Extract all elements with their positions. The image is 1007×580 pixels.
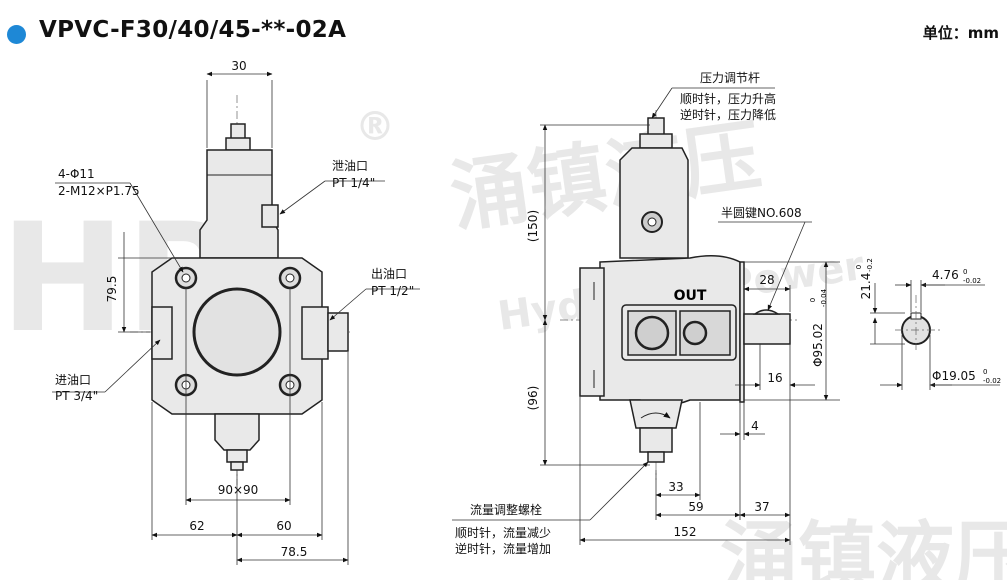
pressure-nut <box>225 137 251 151</box>
dim-33: 33 <box>668 480 683 494</box>
dim-phi95-tol: -0.04 <box>820 288 828 307</box>
key-label: 半圆键NO.608 <box>721 206 802 220</box>
pressure-cw: 顺时针，压力升高 <box>680 91 776 106</box>
side-lower-neck <box>629 399 683 429</box>
watermark-cn: 涌镇液压 <box>445 111 767 244</box>
dim-4-76-tol: -0.02 <box>963 277 981 285</box>
drain-label: 泄油口 <box>332 159 368 173</box>
dim-4-76: 4.76 <box>932 268 959 282</box>
watermark-registered: ® <box>355 104 395 150</box>
title-bullet <box>7 25 26 44</box>
outlet-size: PT 1/2" <box>371 284 414 298</box>
drain-port <box>261 204 279 228</box>
dim-phi19-05-tol: -0.02 <box>983 377 1001 385</box>
dim-21-4-tol-upper: 0 <box>855 265 863 269</box>
pressure-ccw: 逆时针，压力降低 <box>680 107 776 122</box>
dim-78-5: 78.5 <box>281 545 308 559</box>
inlet-boss <box>151 306 173 360</box>
flow-ccw: 逆时针，流量增加 <box>455 541 551 556</box>
model-title: VPVC-F30/40/45-**-02A <box>39 17 347 43</box>
holes-label-1: 4-Φ11 <box>58 167 95 181</box>
outlet-label: 出油口 <box>371 267 407 281</box>
outlet-boss <box>301 306 329 360</box>
dim-phi95: Φ95.02 <box>811 323 825 367</box>
shaft-detail: 21.4 0 -0.2 4.76 0 -0.02 Φ19.05 0 -0.02 <box>855 258 1001 390</box>
flow-bolt-tip <box>230 461 244 471</box>
side-pressure-nut <box>639 133 673 149</box>
dim-79-5: 79.5 <box>105 276 119 303</box>
dim-16: 16 <box>767 371 782 385</box>
dim-21-4-tol: -0.2 <box>866 258 874 272</box>
dim-62: 62 <box>189 519 204 533</box>
holes-label-2: 2-M12×P1.75 <box>58 184 140 198</box>
watermark-cn-bottom: 涌镇液压 <box>720 514 1007 580</box>
out-label: OUT <box>674 288 707 304</box>
main-bore <box>192 287 282 377</box>
dim-phi19-05-tol-upper: 0 <box>983 368 987 376</box>
inlet-label: 进油口 <box>55 373 91 387</box>
dim-96: (96) <box>526 386 540 411</box>
dim-21-4: 21.4 <box>859 273 873 300</box>
dim-phi19-05: Φ19.05 <box>932 369 976 383</box>
flow-bolt <box>226 449 248 463</box>
flow-label: 流量调整螺栓 <box>470 502 542 517</box>
top-housing <box>199 149 279 259</box>
drain-size: PT 1/4" <box>332 176 375 190</box>
side-shaft-key <box>752 309 781 315</box>
dim-phi95-tol-upper: 0 <box>809 298 817 302</box>
side-upper-housing <box>619 147 689 259</box>
dim-30: 30 <box>231 59 246 73</box>
dim-60: 60 <box>276 519 291 533</box>
dim-150: (150) <box>526 210 540 242</box>
dim-152: 152 <box>674 525 697 539</box>
side-view: OUT (150) (96) 压力调节杆 顺时针，压力升高 逆时针，压力降低 半… <box>452 71 840 556</box>
unit-label: 单位：mm <box>922 24 999 42</box>
dim-4: 4 <box>751 419 759 433</box>
dim-4-76-tol-upper: 0 <box>963 268 967 276</box>
side-flow-bolt-tip <box>647 451 665 463</box>
flow-cw: 顺时针，流量减少 <box>455 525 551 540</box>
front-view: 30 79.5 90×90 62 60 78.5 4-Φ11 2-M12×P1.… <box>52 59 420 565</box>
inlet-size: PT 3/4" <box>55 389 98 403</box>
dim-37: 37 <box>754 500 769 514</box>
side-flow-bolt <box>639 427 673 453</box>
side-shaft <box>743 313 791 345</box>
side-rear-cover <box>579 267 605 397</box>
dim-90x90: 90×90 <box>218 483 259 497</box>
pressure-label: 压力调节杆 <box>700 71 760 85</box>
dim-59: 59 <box>688 500 703 514</box>
dim-28: 28 <box>759 273 774 287</box>
bottom-neck <box>214 413 260 451</box>
